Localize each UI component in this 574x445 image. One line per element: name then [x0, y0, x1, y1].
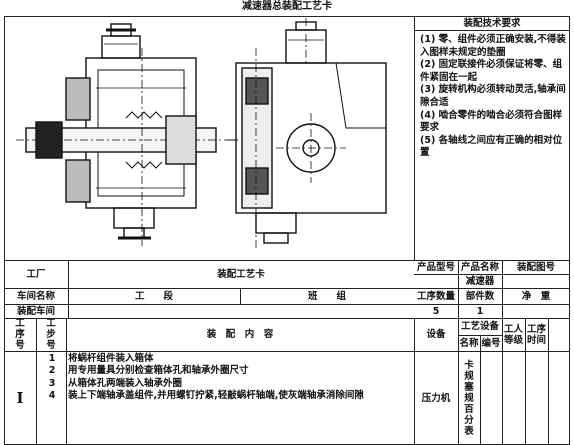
equipment-header: 设备 [426, 329, 446, 340]
col-line [548, 318, 549, 445]
part-count-label: 部件数 [465, 290, 495, 302]
time-header: 工序时间 [526, 323, 546, 346]
drawing-no-label: 装配图号 [516, 261, 555, 273]
row-line [4, 351, 570, 352]
step-text: 装上下端轴承盖组件,并用螺钉拧紧,轻敲蜗杆轴端,使灰端轴承消除间隙 [68, 389, 364, 401]
requirements-header: 装配技术要求 [463, 17, 521, 29]
workshop-name-label: 车间名称 [16, 290, 55, 302]
col-line [414, 318, 415, 445]
req-header-line [414, 30, 570, 31]
row-line [4, 318, 570, 319]
factory-label: 工厂 [26, 268, 46, 280]
tool-name-header: 名称 [459, 337, 479, 349]
page-title: 减速器总装配工艺卡 [242, 1, 332, 12]
process-qty-value: 5 [432, 305, 440, 317]
requirement-item: (3) 旋转机构必须转动灵活,轴承间隙合适 [420, 84, 566, 108]
requirement-item: (4) 啮合零件的啮合必须符合图样要求 [420, 109, 563, 134]
process-roman: I [16, 388, 24, 407]
reducer-drawing [6, 18, 414, 258]
col-line [480, 335, 481, 445]
process-no-header: 工序号 [15, 318, 25, 351]
step-texts: 将蜗杆组件装入箱体 用专用量具分别检查箱体孔和轴承外圈尺寸 从箱体孔两端装入轴承… [68, 353, 414, 402]
row-line [4, 304, 570, 305]
tooling-value: 卡规塞规百分表 [464, 359, 474, 437]
tool-no-header: 编号 [481, 337, 501, 349]
col-line [68, 260, 69, 288]
col-line [458, 260, 459, 445]
col-line [68, 288, 69, 318]
reducer-assembly-svg [16, 18, 387, 248]
step-no: 2 [48, 365, 56, 377]
requirement-item: (1) 零、组件必须正确安装,不得装入图样未规定的垫圈 [420, 34, 566, 58]
step-numbers: 1 2 3 4 [38, 353, 66, 402]
col-line [525, 318, 526, 445]
card-label: 装配工艺卡 [217, 268, 265, 280]
step-no-header: 工步号 [46, 318, 56, 351]
process-qty-label: 工序数量 [416, 290, 455, 302]
part-count-value: 1 [476, 305, 484, 317]
assembly-workshop-label: 装配车间 [16, 305, 55, 317]
requirement-item: (5) 各轴线之间应有正确的相对位置 [420, 134, 563, 159]
row-line [4, 288, 570, 289]
step-text: 从箱体孔两端装入轴承外圈 [68, 377, 183, 389]
step-no: 1 [48, 353, 56, 364]
content-header: 装 配 内 容 [206, 329, 274, 340]
labor-header: 工人等级 [503, 323, 523, 346]
tooling-header: 工艺设备 [460, 321, 499, 332]
col-line [502, 260, 503, 445]
col-line [240, 288, 241, 304]
requirement-item: (2) 固定联接件必须保证将零、组件紧固在一起 [420, 59, 563, 83]
col-line [36, 318, 37, 445]
equipment-value: 压力机 [421, 392, 451, 404]
team-label: 班 组 [307, 290, 346, 302]
requirements-list: (1) 零、组件必须正确安装,不得装入图样未规定的垫圈 (2) 固定联接件必须保… [420, 34, 570, 160]
step-no: 4 [48, 389, 56, 401]
net-weight-label: 净 重 [521, 290, 551, 302]
step-no: 3 [48, 377, 56, 389]
product-name-value: 减速器 [465, 275, 495, 287]
drawing-divider [414, 16, 415, 260]
section-label: 工 段 [134, 290, 173, 302]
step-text: 用专用量具分别检查箱体孔和轴承外圈尺寸 [68, 365, 249, 377]
row-line [414, 274, 570, 275]
step-text: 将蜗杆组件装入箱体 [68, 353, 154, 364]
row-line [4, 260, 570, 261]
product-model-label: 产品型号 [416, 261, 455, 273]
product-name-label: 产品名称 [460, 261, 499, 273]
col-line [66, 318, 67, 445]
